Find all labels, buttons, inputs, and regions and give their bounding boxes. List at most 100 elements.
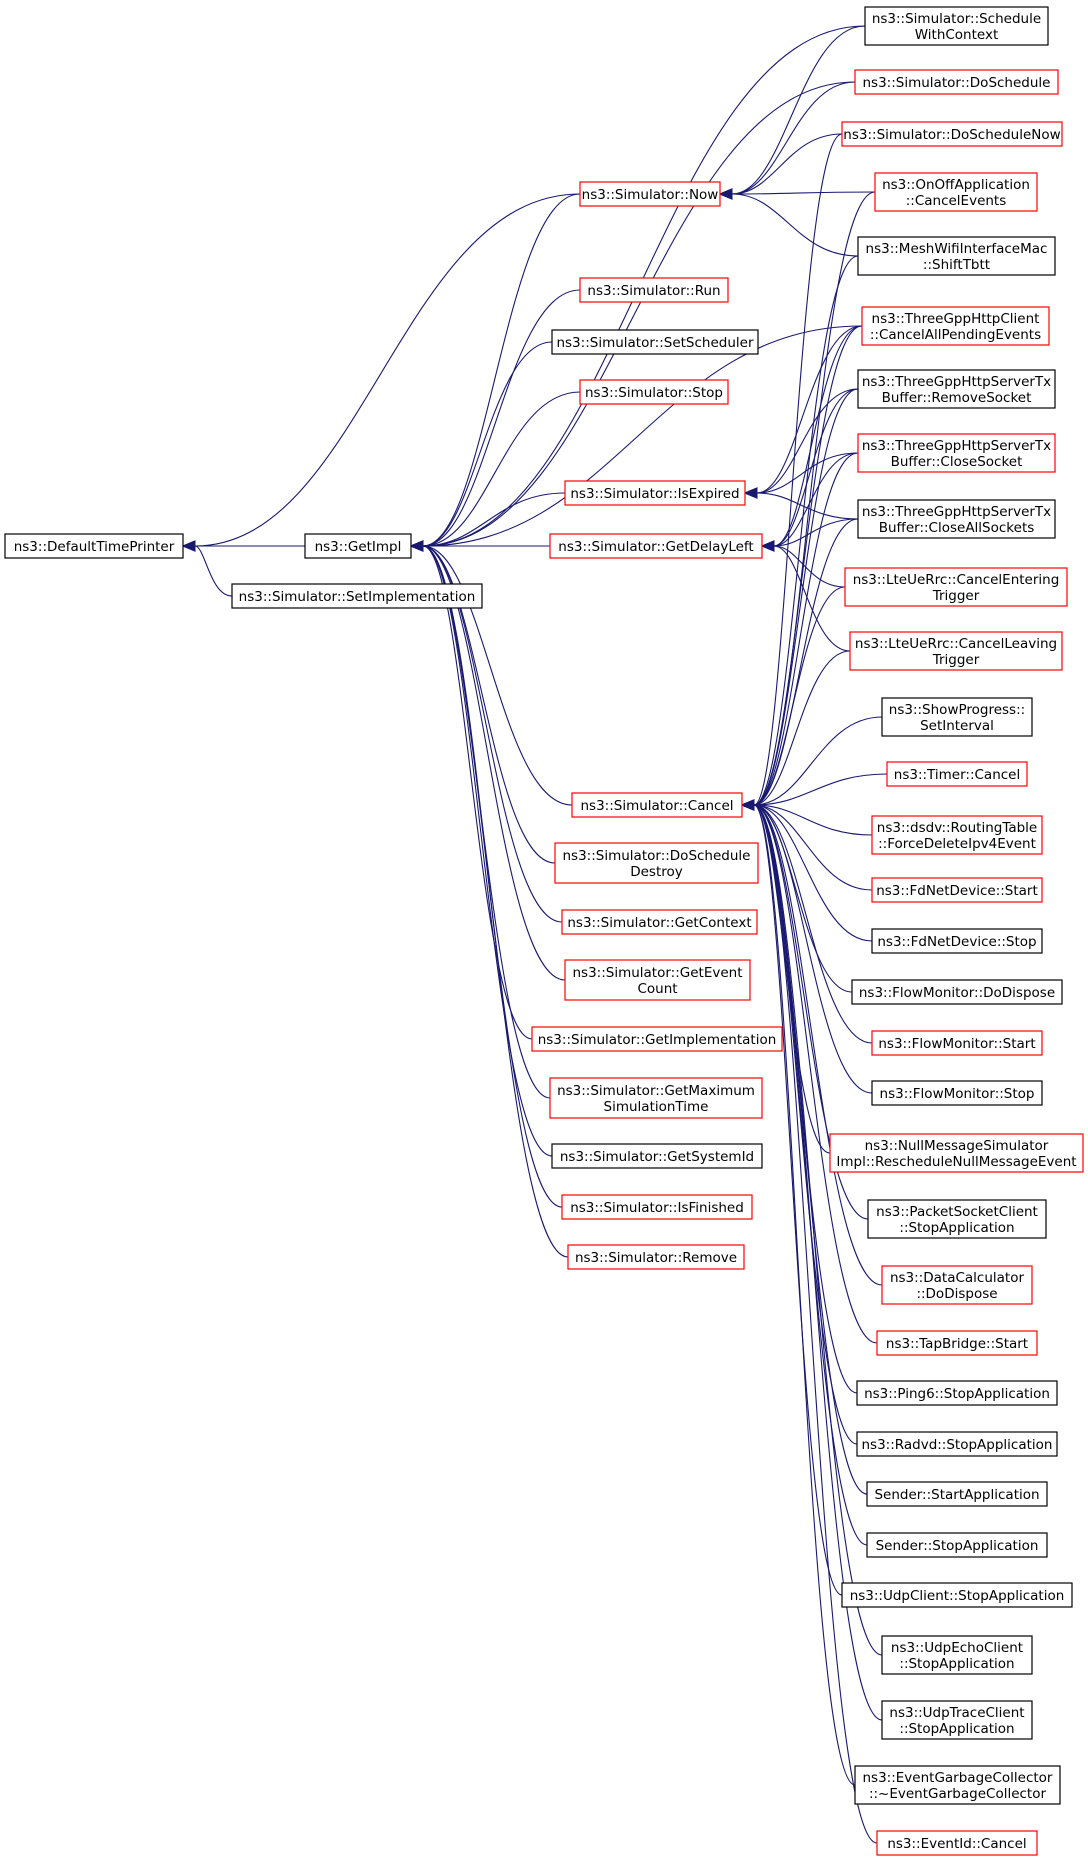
node-getimplementation[interactable]: ns3::Simulator::GetImplementation xyxy=(531,1026,783,1052)
node-box xyxy=(567,1244,745,1270)
node-label: ns3::ShowProgress:: xyxy=(889,702,1025,718)
edge-now-to-getimpl xyxy=(409,193,581,552)
node-getimpl[interactable]: ns3::GetImpl xyxy=(304,533,412,559)
node-run[interactable]: ns3::Simulator::Run xyxy=(579,277,729,303)
node-root[interactable]: ns3::DefaultTimePrinter xyxy=(4,533,184,559)
edge-line xyxy=(731,25,866,195)
node-closesock[interactable]: ns3::ThreeGppHttpServerTxBuffer::CloseSo… xyxy=(857,433,1056,473)
node-label: ns3::FdNetDevice::Start xyxy=(876,883,1038,899)
node-box xyxy=(304,533,412,559)
node-radvd[interactable]: ns3::Radvd::StopApplication xyxy=(856,1431,1058,1457)
node-timercancel[interactable]: ns3::Timer::Cancel xyxy=(886,761,1028,787)
node-senderstop[interactable]: Sender::StopApplication xyxy=(866,1532,1048,1558)
node-flowdispose[interactable]: ns3::FlowMonitor::DoDispose xyxy=(851,979,1063,1005)
edge-line xyxy=(753,452,859,806)
node-box xyxy=(854,1765,1061,1805)
node-cancel[interactable]: ns3::Simulator::Cancel xyxy=(571,792,743,818)
node-senderstart[interactable]: Sender::StartApplication xyxy=(866,1481,1048,1507)
edge-line xyxy=(753,191,876,806)
node-box xyxy=(874,172,1038,212)
node-label: ns3::Simulator::Run xyxy=(587,283,720,299)
node-dosched[interactable]: ns3::Simulator::DoSchedule xyxy=(854,69,1059,95)
node-flowstart[interactable]: ns3::FlowMonitor::Start xyxy=(871,1030,1043,1056)
node-dsdv[interactable]: ns3::dsdv::RoutingTable::ForceDeleteIpv4… xyxy=(871,815,1043,855)
node-udpecho[interactable]: ns3::UdpEchoClient::StopApplication xyxy=(881,1635,1033,1675)
edge-line xyxy=(756,492,859,520)
node-fdstart[interactable]: ns3::FdNetDevice::Start xyxy=(871,877,1043,903)
node-isfinished[interactable]: ns3::Simulator::IsFinished xyxy=(561,1194,753,1220)
edge-line xyxy=(731,81,856,195)
node-isexpired[interactable]: ns3::Simulator::IsExpired xyxy=(564,480,746,506)
edge-line xyxy=(422,545,553,1157)
node-label: ns3::EventId::Cancel xyxy=(887,1836,1026,1852)
edge-httpclient-to-getimpl xyxy=(409,325,863,552)
node-getsysid[interactable]: ns3::Simulator::GetSystemId xyxy=(551,1143,763,1169)
node-ping6[interactable]: ns3::Ping6::StopApplication xyxy=(856,1380,1058,1406)
node-stop[interactable]: ns3::Simulator::Stop xyxy=(579,379,729,405)
node-box xyxy=(549,533,763,559)
node-label: Count xyxy=(637,981,677,997)
node-box xyxy=(579,277,729,303)
edge-line xyxy=(753,804,883,1721)
node-box xyxy=(871,1080,1043,1106)
node-label: ns3::NullMessageSimulator xyxy=(865,1138,1049,1154)
node-removesock[interactable]: ns3::ThreeGppHttpServerTxBuffer::RemoveS… xyxy=(857,369,1056,409)
node-meshwifi[interactable]: ns3::MeshWifiInterfaceMac::ShiftTbtt xyxy=(857,236,1056,276)
node-box xyxy=(564,959,751,1001)
node-onoff[interactable]: ns3::OnOffApplication::CancelEvents xyxy=(874,172,1038,212)
node-label: ns3::FlowMonitor::Start xyxy=(878,1036,1035,1052)
node-showprog[interactable]: ns3::ShowProgress::SetInterval xyxy=(881,697,1033,737)
node-datacalc[interactable]: ns3::DataCalculator::DoDispose xyxy=(881,1265,1033,1305)
node-httpclient[interactable]: ns3::ThreeGppHttpClient::CancelAllPendin… xyxy=(861,306,1050,346)
node-label: ns3::UdpEchoClient xyxy=(891,1640,1023,1656)
node-setimpl[interactable]: ns3::Simulator::SetImplementation xyxy=(231,583,483,609)
node-closeall[interactable]: ns3::ThreeGppHttpServerTxBuffer::CloseAl… xyxy=(857,499,1056,539)
edge-closeall-to-isexpired xyxy=(743,487,859,520)
node-box xyxy=(867,1199,1047,1239)
edge-now-to-root xyxy=(181,193,581,552)
node-tapbridge[interactable]: ns3::TapBridge::Start xyxy=(876,1330,1038,1356)
edge-line xyxy=(753,255,859,806)
node-label: ns3::Simulator::GetContext xyxy=(567,915,751,931)
node-label: ::StopApplication xyxy=(899,1656,1014,1672)
node-box xyxy=(564,480,746,506)
node-box xyxy=(881,1700,1033,1740)
node-label: ns3::FlowMonitor::Stop xyxy=(880,1086,1035,1102)
node-box xyxy=(841,1582,1073,1608)
node-box xyxy=(861,306,1050,346)
node-getcontext[interactable]: ns3::Simulator::GetContext xyxy=(561,909,758,935)
node-remove[interactable]: ns3::Simulator::Remove xyxy=(567,1244,745,1270)
node-udpclient[interactable]: ns3::UdpClient::StopApplication xyxy=(841,1582,1073,1608)
node-doschednow[interactable]: ns3::Simulator::DoScheduleNow xyxy=(841,121,1063,147)
edge-line xyxy=(773,545,846,588)
node-now[interactable]: ns3::Simulator::Now xyxy=(579,181,721,207)
node-eventidcancel[interactable]: ns3::EventId::Cancel xyxy=(876,1830,1038,1856)
node-box xyxy=(4,533,184,559)
node-flowstop[interactable]: ns3::FlowMonitor::Stop xyxy=(871,1080,1043,1106)
node-setsched[interactable]: ns3::Simulator::SetScheduler xyxy=(551,329,759,355)
edge-line xyxy=(194,545,233,597)
node-fdstop[interactable]: ns3::FdNetDevice::Stop xyxy=(871,928,1043,954)
node-box xyxy=(876,1330,1038,1356)
node-pktsock[interactable]: ns3::PacketSocketClient::StopApplication xyxy=(867,1199,1047,1239)
node-label: ns3::LteUeRrc::CancelEntering xyxy=(853,572,1060,588)
node-box xyxy=(571,792,743,818)
edge-line xyxy=(753,388,859,806)
node-label: ns3::Simulator::Cancel xyxy=(580,798,733,814)
node-udptrace[interactable]: ns3::UdpTraceClient::StopApplication xyxy=(881,1700,1033,1740)
node-evgc[interactable]: ns3::EventGarbageCollector::~EventGarbag… xyxy=(854,1765,1061,1805)
edge-line xyxy=(753,804,883,1656)
node-getdelay[interactable]: ns3::Simulator::GetDelayLeft xyxy=(549,533,763,559)
edge-line xyxy=(773,325,863,547)
node-label: ns3::Simulator::Stop xyxy=(585,385,723,401)
node-nullmsg[interactable]: ns3::NullMessageSimulatorImpl::Reschedul… xyxy=(829,1133,1084,1173)
node-label: ns3::PacketSocketClient xyxy=(876,1204,1038,1220)
node-label: Buffer::RemoveSocket xyxy=(882,390,1032,406)
node-label: ::ShiftTbtt xyxy=(923,257,990,273)
